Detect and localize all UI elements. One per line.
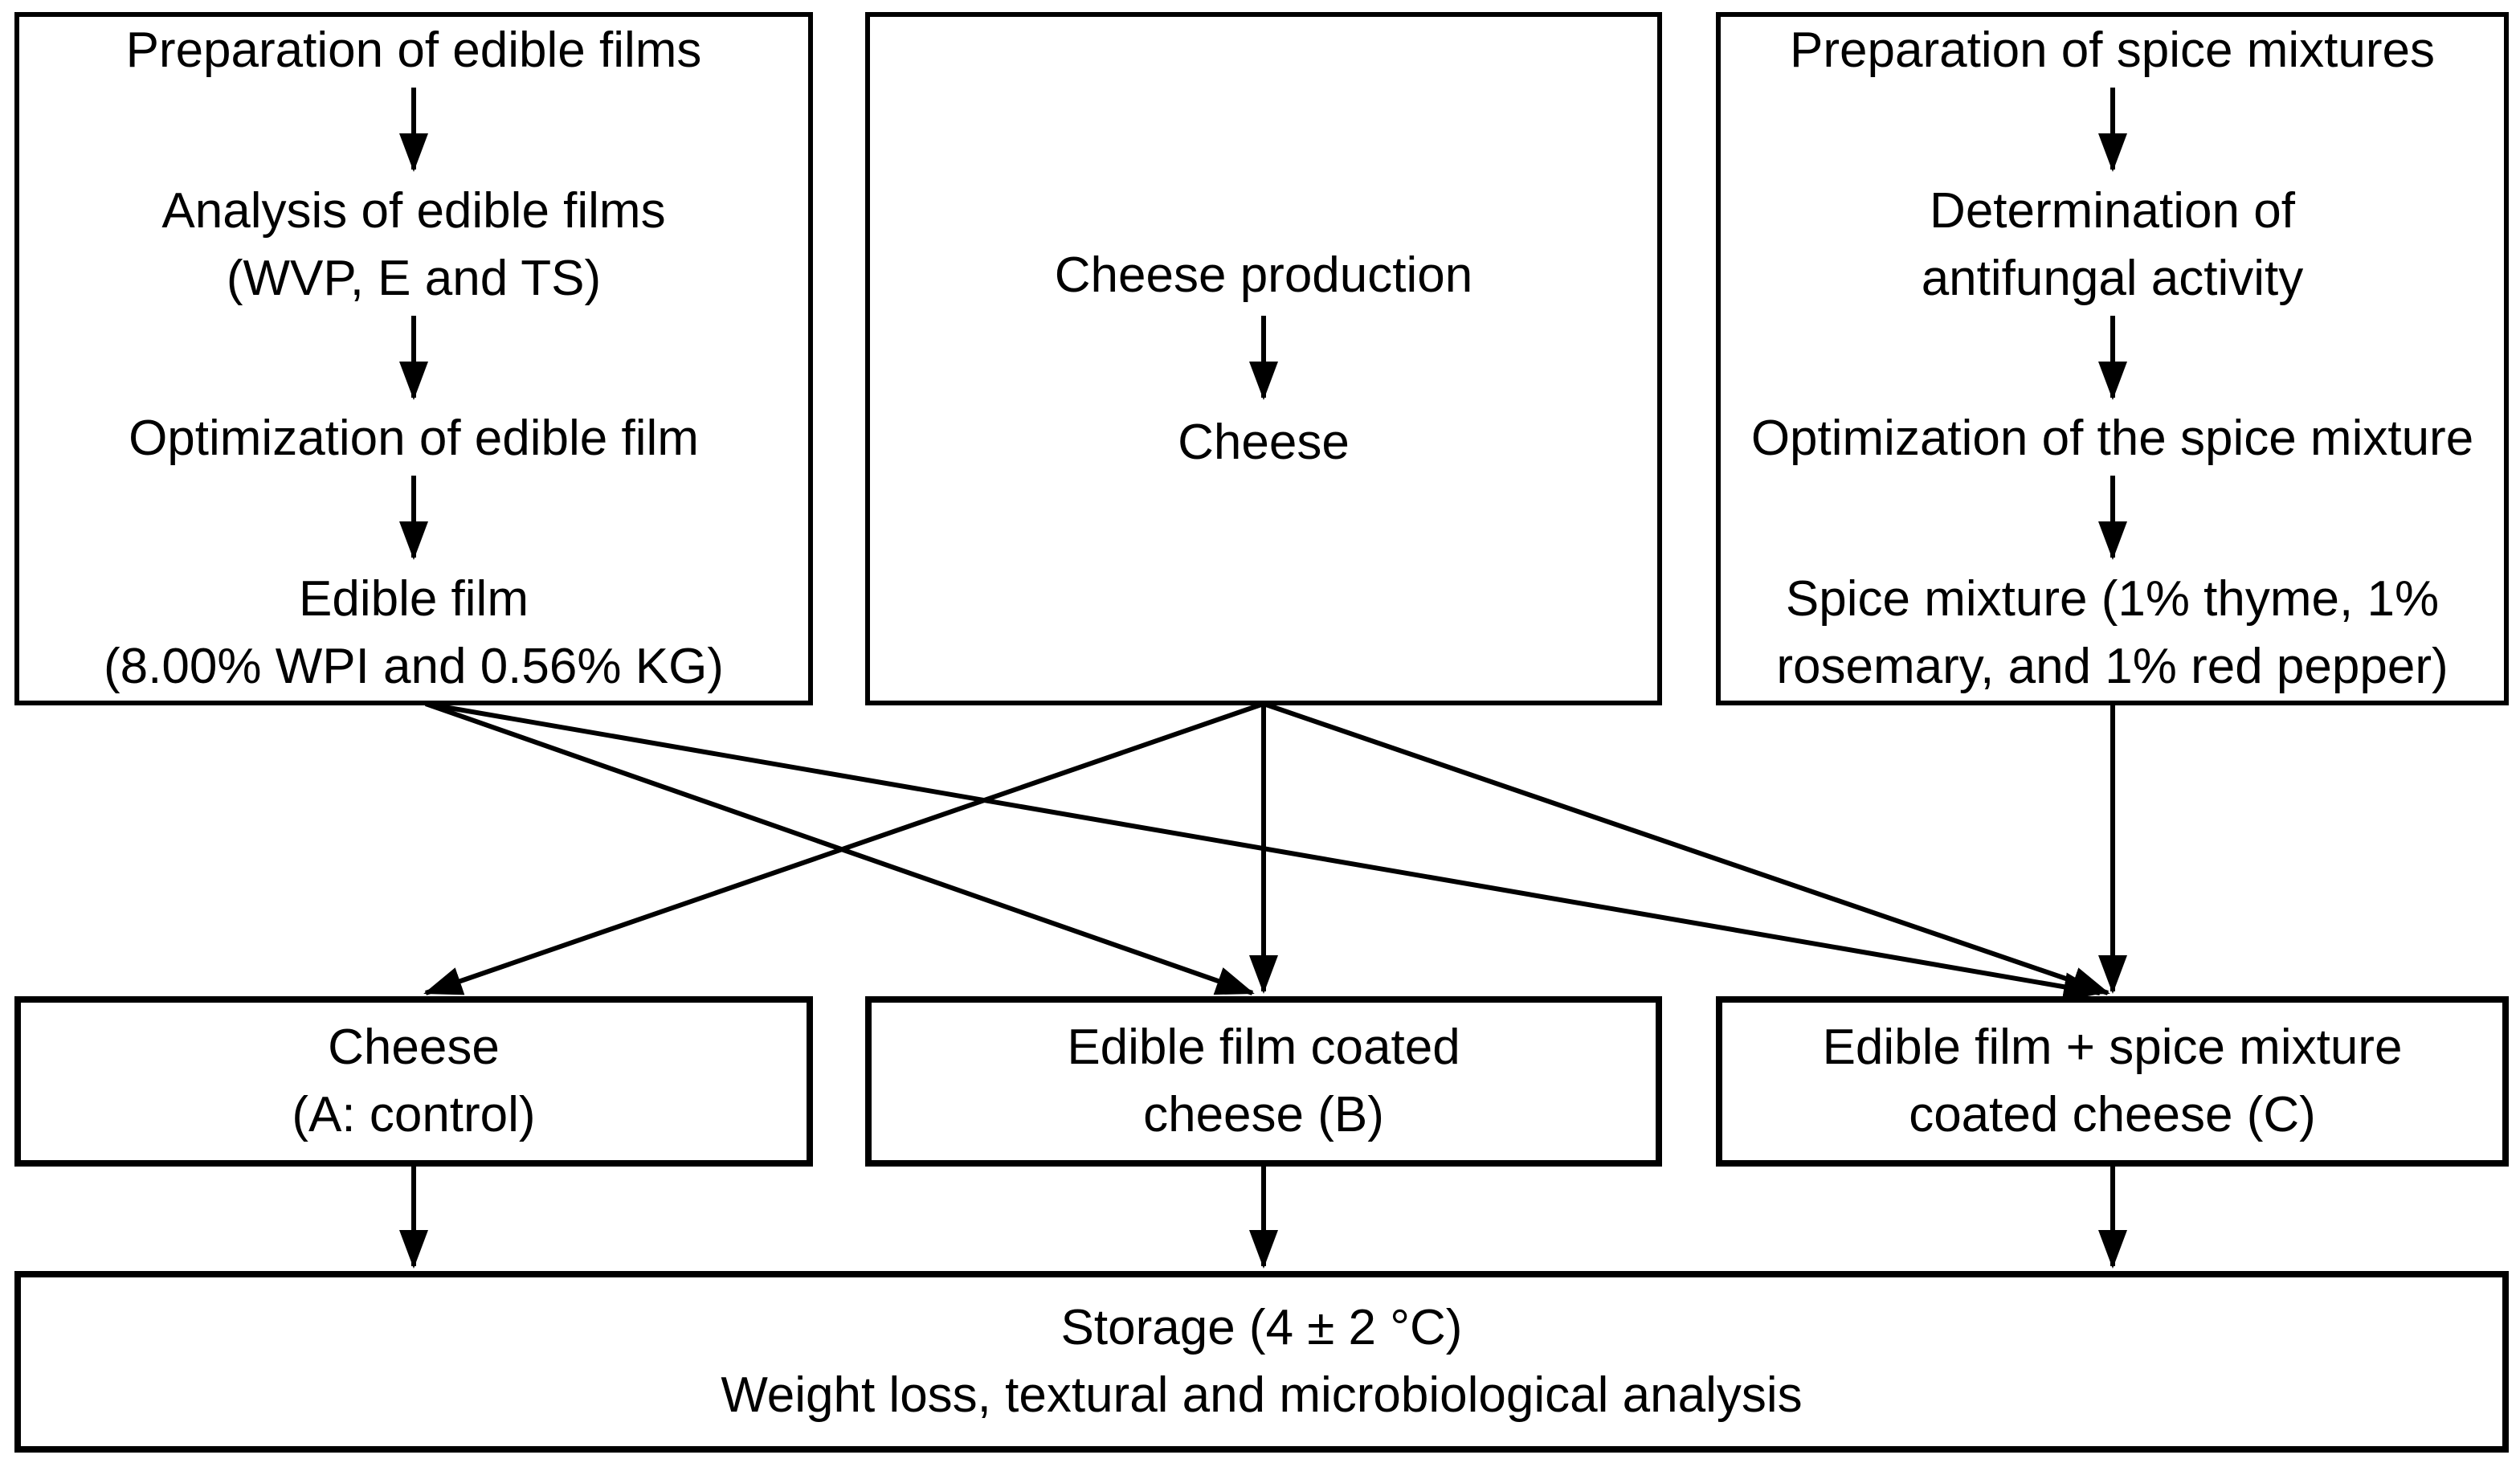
group-c-line2: coated cheese (C) xyxy=(1909,1087,2316,1142)
step-edible-film-result: Edible film (8.00% WPI and 0.56% KG) xyxy=(104,571,724,695)
down-arrow-icon xyxy=(2097,315,2127,400)
storage-analysis-box: Storage (4 ± 2 °C) Weight loss, textural… xyxy=(14,1271,2509,1453)
group-a-line1: Cheese xyxy=(328,1020,500,1075)
arrow-cheese-to-c xyxy=(1263,701,2110,995)
edible-film-process-box: Preparation of edible films Analysis of … xyxy=(14,12,813,705)
storage-line2: Weight loss, textural and microbiologica… xyxy=(721,1367,1803,1423)
step-preparation-spice-mixtures: Preparation of spice mixtures xyxy=(1790,22,2435,78)
group-b-coated-box: Edible film coated cheese (B) xyxy=(865,996,1662,1167)
step-determination-antifungal: Determination of antifungal activity xyxy=(1921,182,2304,306)
down-arrow-icon xyxy=(1249,315,1278,400)
group-b-line1: Edible film coated xyxy=(1067,1020,1460,1075)
step-analysis-edible-films: Analysis of edible films (WVP, E and TS) xyxy=(161,182,666,306)
arrow-cheese-to-a xyxy=(423,701,1264,995)
group-c-line1: Edible film + spice mixture xyxy=(1822,1020,2403,1075)
step-cheese-result: Cheese xyxy=(1178,414,1350,470)
group-b-line2: cheese (B) xyxy=(1143,1087,1384,1142)
group-c-spice-coated-box: Edible film + spice mixture coated chees… xyxy=(1716,996,2509,1167)
arrow-film-to-c xyxy=(425,701,2102,1002)
down-arrow-icon xyxy=(2097,476,2127,561)
down-arrow-icon xyxy=(399,88,428,172)
step-spice-mixture-result: Spice mixture (1% thyme, 1% rosemary, an… xyxy=(1776,571,2449,695)
group-a-control-box: Cheese (A: control) xyxy=(14,996,813,1167)
spice-mixture-process-box: Preparation of spice mixtures Determinat… xyxy=(1716,12,2509,705)
arrow-film-to-b xyxy=(425,701,1255,995)
cheese-production-box: Cheese production Cheese xyxy=(865,12,1662,705)
step-optimization-edible-film: Optimization of edible film xyxy=(129,411,699,467)
down-arrow-icon xyxy=(2097,88,2127,172)
down-arrow-icon xyxy=(399,315,428,400)
step-cheese-production: Cheese production xyxy=(1054,247,1473,303)
down-arrow-icon xyxy=(399,476,428,561)
storage-line1: Storage (4 ± 2 °C) xyxy=(1060,1300,1463,1355)
step-preparation-edible-films: Preparation of edible films xyxy=(125,22,702,78)
group-a-line2: (A: control) xyxy=(292,1087,536,1142)
step-optimization-spice-mixture: Optimization of the spice mixture xyxy=(1750,411,2474,467)
